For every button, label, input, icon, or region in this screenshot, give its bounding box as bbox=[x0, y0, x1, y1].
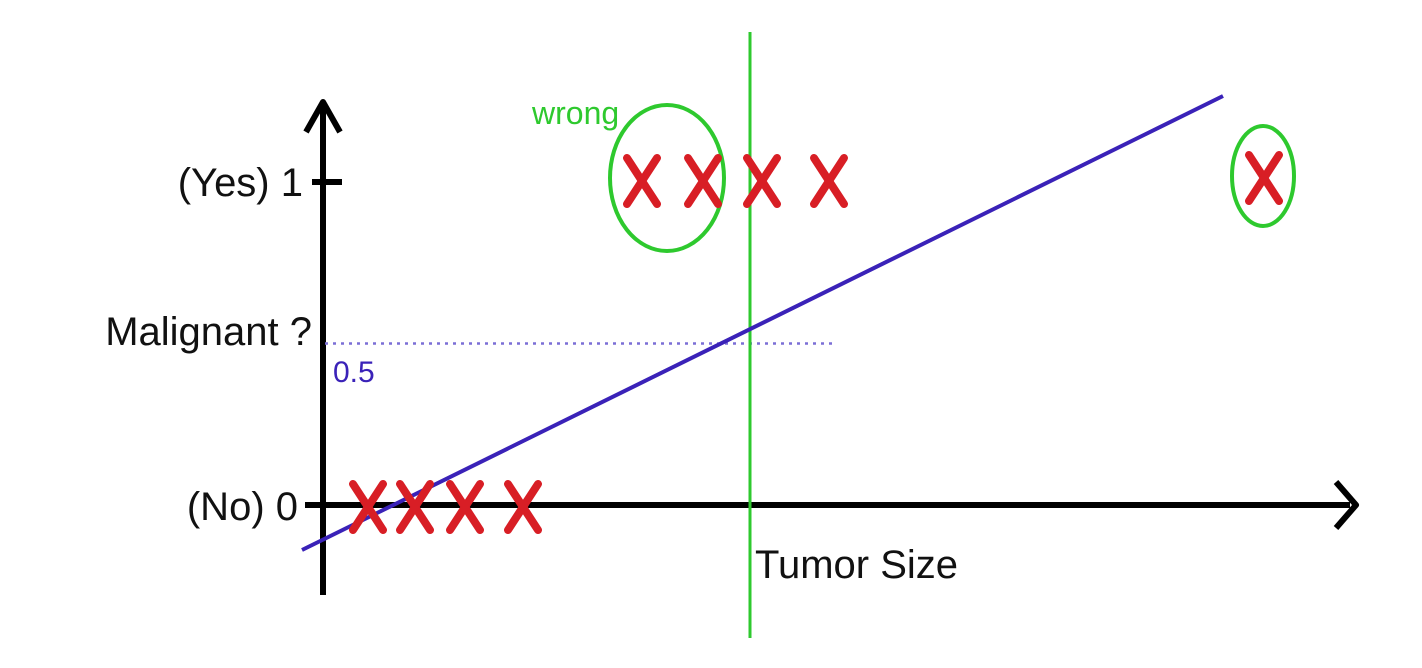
threshold-value-label: 0.5 bbox=[333, 356, 375, 389]
data-marker-x bbox=[396, 480, 434, 534]
y-axis-arrowhead bbox=[303, 99, 343, 134]
axes bbox=[303, 99, 1359, 595]
data-markers bbox=[349, 151, 1283, 534]
data-marker-x bbox=[810, 154, 848, 208]
regression-fit-line bbox=[301, 94, 1224, 552]
misclassified-circle bbox=[608, 103, 726, 253]
y-axis-title: Malignant ? bbox=[105, 310, 312, 354]
data-marker-x bbox=[504, 480, 542, 534]
misclassified-circle bbox=[1230, 124, 1296, 228]
misclassified-circles bbox=[608, 103, 1296, 253]
y-label-no: (No) 0 bbox=[187, 485, 298, 529]
x-axis-title: Tumor Size bbox=[755, 543, 958, 587]
data-marker-x bbox=[684, 154, 722, 208]
y-label-yes: (Yes) 1 bbox=[178, 161, 303, 205]
data-marker-x bbox=[623, 154, 661, 208]
x-axis-arrowhead bbox=[1333, 480, 1359, 530]
data-marker-x bbox=[349, 480, 387, 534]
wrong-annotation: wrong bbox=[531, 95, 619, 131]
data-marker-x bbox=[743, 154, 781, 208]
data-marker-x bbox=[446, 480, 484, 534]
data-marker-x bbox=[1245, 151, 1283, 205]
